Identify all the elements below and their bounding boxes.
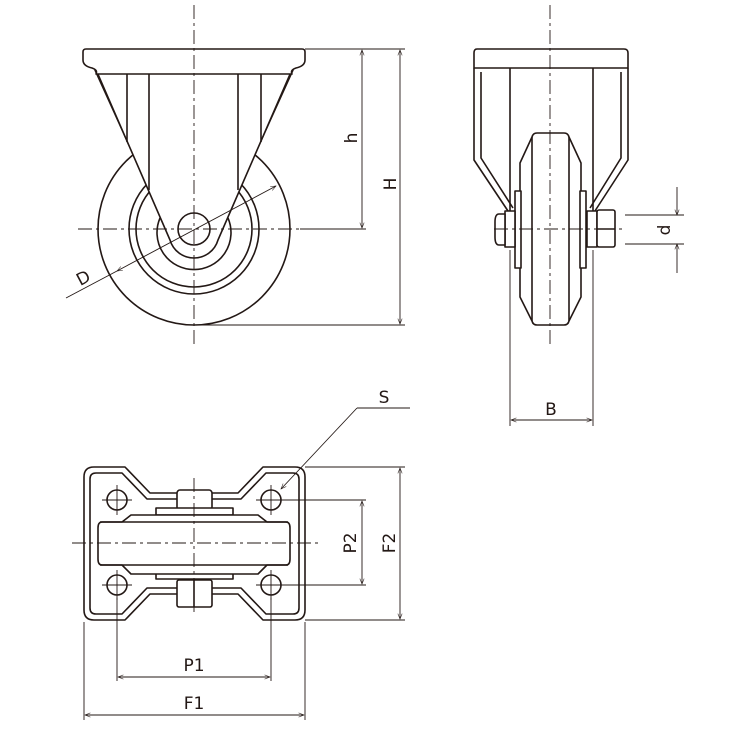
D-label: D [73,267,94,291]
F2-label: F2 [380,533,400,554]
D-dimension-line [116,185,277,272]
side-view: h H D [65,5,405,345]
bolt-head [494,213,506,246]
P2-label: P2 [341,532,361,553]
plate-view: S P2 F2 P1 F1 [72,388,410,720]
mounting-holes [102,485,286,600]
S-leader [280,407,358,490]
mounting-plate-inner [89,472,300,615]
top-plate-front [473,48,629,69]
P1-label: P1 [183,656,204,676]
hub-flange-right [579,190,587,269]
B-label: B [545,400,557,420]
front-view: d B [473,5,684,426]
h-label: h [342,133,362,144]
F1-label: F1 [184,694,205,714]
d-label: d [655,225,675,236]
bolt-top [176,489,213,511]
H-label: H [381,178,401,191]
hub-flange-left [514,190,522,269]
wheel-top [97,514,291,575]
S-label: S [379,388,390,408]
hub-top [155,507,234,516]
